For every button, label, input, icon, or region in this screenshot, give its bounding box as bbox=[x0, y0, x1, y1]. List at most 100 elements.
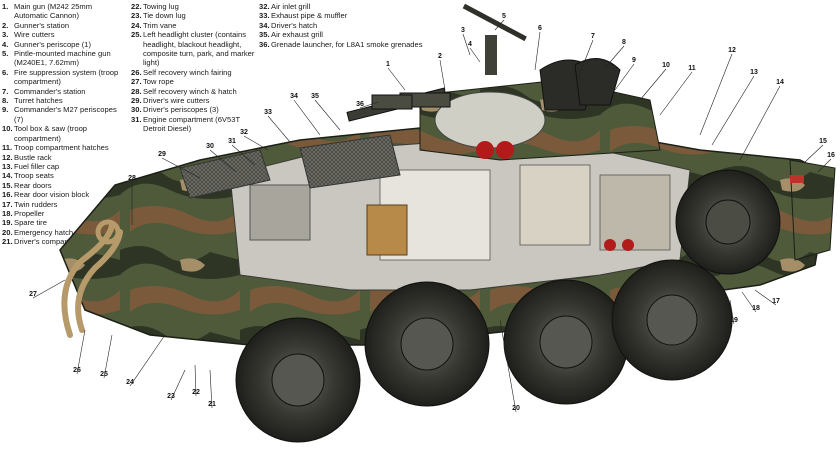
legend-item-text: Towing lug bbox=[143, 2, 179, 11]
legend-item: 15.Rear doors bbox=[2, 181, 126, 190]
callout-number: 21 bbox=[208, 401, 216, 408]
legend-item: 3.Wire cutters bbox=[2, 30, 126, 39]
callout-number: 6 bbox=[538, 25, 542, 32]
legend-item-text: Main gun (M242 25mm Automatic Cannon) bbox=[14, 2, 93, 21]
legend-item-number: 24. bbox=[131, 20, 142, 30]
legend-item-number: 21. bbox=[2, 237, 13, 247]
legend-item: 1. Main gun (M242 25mm Automatic Cannon) bbox=[2, 2, 126, 21]
legend-item-number: 27. bbox=[131, 77, 142, 87]
legend-item: 21.Driver's compartment bbox=[2, 237, 126, 246]
callout-leader-line bbox=[729, 299, 735, 325]
callout-number: 1 bbox=[386, 61, 390, 68]
callout-leader-line bbox=[314, 99, 341, 131]
legend-item-text: Troop compartment hatches bbox=[14, 143, 109, 153]
legend-item: 35.Air exhaust grill bbox=[259, 30, 424, 39]
legend-item: 20.Emergency hatch bbox=[2, 228, 126, 237]
legend-item-number: 35. bbox=[259, 30, 270, 40]
grenade-launcher bbox=[371, 94, 413, 110]
legend-item: 26.Self recovery winch fairing bbox=[131, 68, 261, 77]
callout-number: 13 bbox=[750, 69, 758, 76]
legend-item-number: 7. bbox=[2, 86, 9, 96]
legend-item-number: 14. bbox=[2, 171, 13, 181]
legend-item-text: Twin rudders bbox=[14, 199, 58, 209]
legend-item: 7.Commander's station bbox=[2, 87, 126, 96]
legend-item: 8.Turret hatches bbox=[2, 96, 126, 105]
callout-number: 33 bbox=[264, 109, 272, 116]
callout-number: 27 bbox=[29, 291, 37, 298]
callout-leader-line bbox=[659, 71, 693, 116]
legend-item-text: Driver's compartment bbox=[14, 237, 86, 247]
callout-number: 19 bbox=[730, 317, 738, 324]
legend-item-text: Troop seats bbox=[14, 171, 54, 181]
callout-leader-line bbox=[462, 33, 471, 56]
callout-leader-line bbox=[804, 144, 824, 163]
legend-item-text: Fire suppression system (troop compartme… bbox=[14, 67, 119, 87]
legend-item: 19.Spare tire bbox=[2, 218, 126, 227]
callout-leader-line bbox=[194, 364, 197, 397]
legend-item-text: Rear door vision block bbox=[14, 190, 90, 200]
callout-number: 18 bbox=[752, 305, 760, 312]
legend-item-number: 17. bbox=[2, 199, 13, 209]
legend-item: 13.Fuel filler cap bbox=[2, 162, 126, 171]
callout-leader-line bbox=[243, 135, 269, 151]
callout-number: 5 bbox=[502, 13, 506, 20]
legend-item-number: 36. bbox=[259, 39, 270, 49]
callout-number: 32 bbox=[240, 129, 248, 136]
legend-item-text: Gunner's station bbox=[14, 20, 70, 30]
legend-item: 28.Self recovery winch & hatch bbox=[131, 87, 261, 96]
callout-leader-line bbox=[499, 319, 517, 413]
callout-number: 20 bbox=[512, 405, 520, 412]
legend-item-number: 32. bbox=[259, 2, 270, 11]
callout-leader-line bbox=[293, 99, 321, 136]
callout-leader-line bbox=[170, 369, 186, 401]
legend-item: 24.Trim vane bbox=[131, 21, 261, 30]
callout-number: 25 bbox=[100, 371, 108, 378]
legend-item: 27.Tow rope bbox=[131, 77, 261, 86]
callout-number: 34 bbox=[290, 93, 298, 100]
legend-item-number: 8. bbox=[2, 96, 9, 106]
legend-item-text: Commander's M27 periscopes (7) bbox=[14, 105, 117, 124]
legend-item-number: 29. bbox=[131, 96, 142, 106]
legend-item-number: 1. bbox=[2, 2, 9, 11]
legend-item-number: 34. bbox=[259, 20, 270, 30]
callout-leader-line bbox=[614, 63, 635, 91]
callout-leader-line bbox=[129, 334, 166, 387]
legend-item: 34.Driver's hatch bbox=[259, 21, 424, 30]
legend-item-text: Trim vane bbox=[143, 20, 177, 30]
pintle-machine-gun bbox=[462, 3, 527, 75]
legend-item-number: 6. bbox=[2, 67, 9, 77]
legend-item-number: 9. bbox=[2, 105, 9, 115]
legend-column-1: 1. Main gun (M242 25mm Automatic Cannon) 2… bbox=[2, 2, 126, 247]
legend-item-text: Tool box & saw (troop compartment) bbox=[14, 124, 88, 143]
legend-item: 23.Tie down lug bbox=[131, 11, 261, 20]
callout-number: 9 bbox=[632, 57, 636, 64]
turret bbox=[419, 58, 661, 161]
legend-item: 10.Tool box & saw (troop compartment) bbox=[2, 124, 126, 143]
legend-item: 36.Grenade launcher, for L8A1 smoke gren… bbox=[259, 40, 424, 49]
callout-leader-line bbox=[32, 279, 66, 299]
legend-item: 33.Exhaust pipe & muffler bbox=[259, 11, 424, 20]
callout-number: 15 bbox=[819, 138, 827, 145]
legend-item-text: Exhaust pipe & muffler bbox=[271, 11, 348, 21]
legend-item-text: Self recovery winch & hatch bbox=[143, 86, 237, 96]
callout-leader-line bbox=[604, 45, 625, 69]
legend-item-text: Air exhaust grill bbox=[271, 30, 323, 40]
legend-item-text: Engine compartment (6V53T Detroit Diesel… bbox=[143, 114, 240, 134]
legend-item-number: 20. bbox=[2, 227, 13, 237]
legend-item: 6. Fire suppression system (troop compart… bbox=[2, 68, 126, 87]
callout-leader-line bbox=[639, 68, 667, 101]
legend-item: 11.Troop compartment hatches bbox=[2, 143, 126, 152]
callout-leader-line bbox=[534, 31, 541, 71]
legend-item-text: Driver's wire cutters bbox=[143, 96, 210, 106]
legend-item: 14.Troop seats bbox=[2, 171, 126, 180]
callout-leader-line bbox=[754, 289, 777, 306]
legend-item-number: 10. bbox=[2, 124, 13, 134]
legend-item-text: Grenade launcher, for L8A1 smoke grenade… bbox=[271, 39, 423, 49]
legend-item-text: Tow rope bbox=[143, 77, 174, 87]
legend-item-text: Propeller bbox=[14, 208, 45, 218]
callout-number: 22 bbox=[192, 389, 200, 396]
legend-item-number: 4. bbox=[2, 39, 9, 49]
